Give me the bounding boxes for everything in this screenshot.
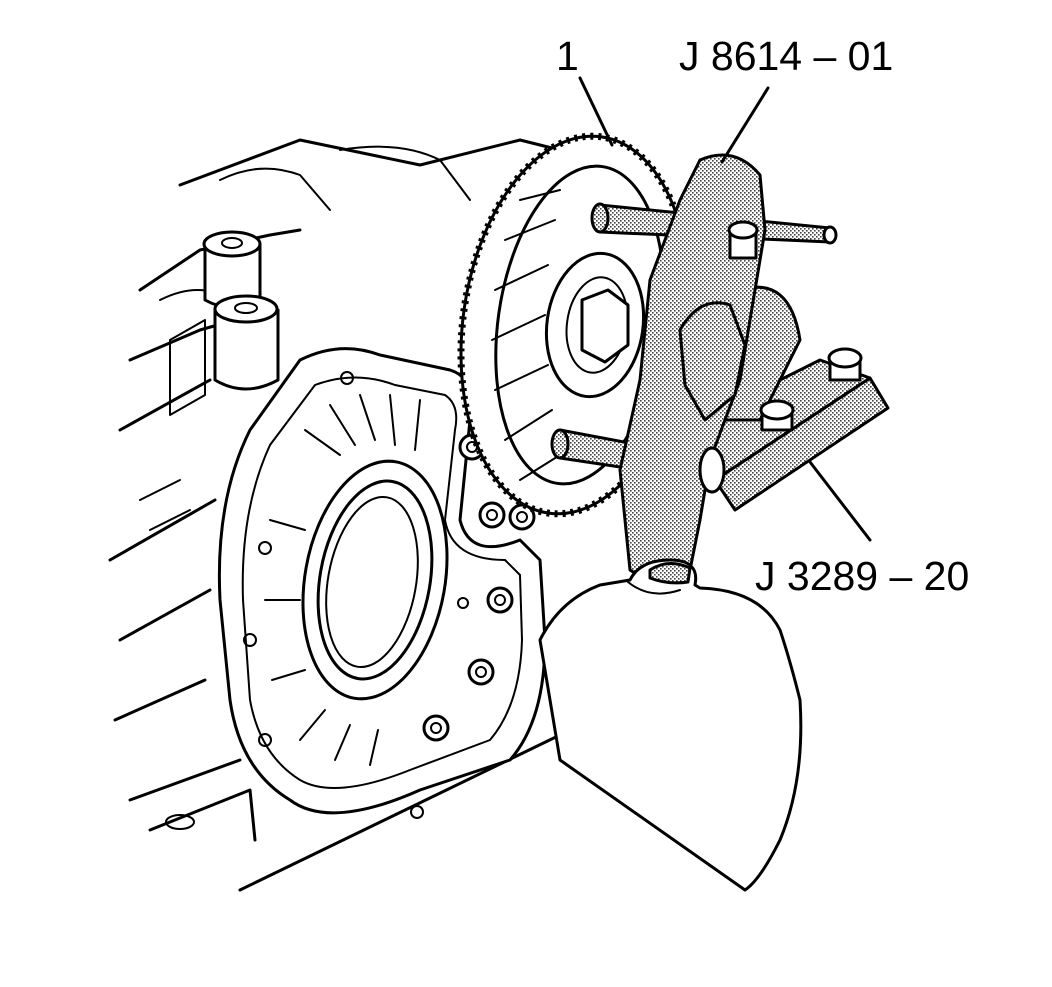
fixture-bolt	[759, 399, 795, 432]
cover-bolt	[422, 714, 450, 742]
engine-block	[108, 138, 562, 892]
leader-line-gear	[578, 76, 614, 147]
cover-bolt	[467, 658, 495, 686]
technician-hand	[538, 558, 803, 892]
callout-j3289: J 3289 – 20	[755, 553, 969, 599]
callout-gear: 1	[556, 33, 579, 79]
front-cover	[217, 347, 547, 819]
fixture-bolt	[827, 347, 863, 382]
leader-lines	[578, 76, 872, 542]
holding-fixture-j3289	[698, 285, 890, 512]
puller-plate-j8614	[618, 153, 767, 582]
boss-upper-left	[202, 230, 262, 309]
leader-line-j3289	[808, 460, 872, 542]
boss-upper-middle	[213, 294, 280, 391]
cover-bolt	[486, 586, 514, 614]
callout-j8614: J 8614 – 01	[679, 33, 893, 79]
plate-bolt	[727, 220, 759, 260]
leader-line-j8614	[720, 86, 770, 164]
cover-bolt	[478, 501, 506, 529]
